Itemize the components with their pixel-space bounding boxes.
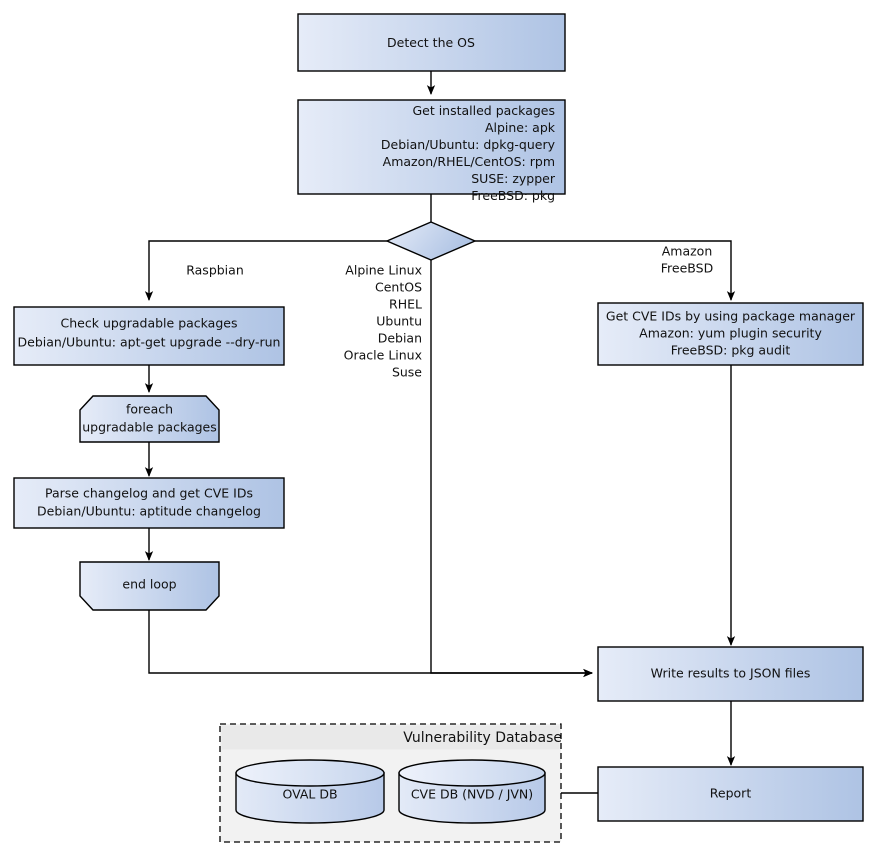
connector-decision-to-raspbian — [144, 240, 387, 301]
node-get-cve-ids-pkgmgr[interactable]: Get CVE IDs by using package manager Ama… — [597, 302, 864, 366]
node-parse-changelog[interactable]: Parse changelog and get CVE IDs Debian/U… — [13, 477, 285, 529]
node-parse-changelog-line-1: Debian/Ubuntu: aptitude changelog — [37, 504, 261, 519]
node-check-upgradable[interactable]: Check upgradable packages Debian/Ubuntu:… — [13, 306, 285, 366]
node-parse-changelog-line-0: Parse changelog and get CVE IDs — [45, 486, 253, 501]
edge-label-raspbian: Raspbian — [186, 263, 244, 278]
node-foreach-loop-line-0: foreach — [126, 402, 173, 417]
os-list-line-3: Ubuntu — [376, 314, 422, 329]
node-check-upgradable-line-0: Check upgradable packages — [61, 316, 238, 331]
node-get-installed-packages-line-5: FreeBSD: pkg — [471, 188, 555, 203]
node-foreach-loop[interactable]: foreach upgradable packages — [79, 395, 220, 443]
edge-label-middle-os-list: Alpine Linux CentOS RHEL Ubuntu Debian O… — [344, 263, 423, 380]
node-write-results-label: Write results to JSON files — [651, 666, 811, 681]
connector-decision-to-pkgmgr — [475, 240, 736, 301]
edge-label-amazon-freebsd: Amazon FreeBSD — [661, 244, 713, 276]
node-write-results[interactable]: Write results to JSON files — [597, 646, 864, 702]
node-get-installed-packages-line-0: Get installed packages — [412, 103, 555, 118]
panel-vulnerability-database-title: Vulnerability Database — [403, 730, 562, 746]
node-get-installed-packages-line-1: Alpine: apk — [485, 120, 556, 135]
amazon-label: Amazon — [662, 244, 713, 259]
os-list-line-2: RHEL — [389, 297, 422, 312]
node-get-cve-ids-line-2: FreeBSD: pkg audit — [671, 343, 791, 358]
os-list-line-4: Debian — [378, 331, 422, 346]
os-list-line-1: CentOS — [375, 280, 422, 295]
node-get-installed-packages[interactable]: Get installed packages Alpine: apk Debia… — [297, 99, 566, 203]
db-cylinder-oval-label: OVAL DB — [282, 787, 337, 802]
node-check-upgradable-line-1: Debian/Ubuntu: apt-get upgrade --dry-run — [18, 335, 281, 350]
os-list-line-0: Alpine Linux — [345, 263, 422, 278]
connector-endloop-to-write — [148, 610, 593, 678]
os-list-line-5: Oracle Linux — [344, 348, 422, 363]
freebsd-label: FreeBSD — [661, 261, 713, 276]
db-cylinder-cve[interactable]: CVE DB (NVD / JVN) — [398, 759, 546, 824]
node-get-cve-ids-line-0: Get CVE IDs by using package manager — [606, 309, 856, 324]
db-cylinder-cve-label: CVE DB (NVD / JVN) — [411, 787, 533, 802]
node-get-cve-ids-line-1: Amazon: yum plugin security — [639, 326, 822, 341]
node-foreach-loop-line-1: upgradable packages — [82, 420, 217, 435]
node-end-loop-label: end loop — [122, 577, 176, 592]
node-report-label: Report — [710, 786, 752, 801]
db-cylinder-oval[interactable]: OVAL DB — [235, 759, 385, 824]
panel-vulnerability-database: Vulnerability Database OVAL DB CVE DB (N… — [219, 723, 562, 843]
node-get-installed-packages-line-2: Debian/Ubuntu: dpkg-query — [381, 137, 556, 152]
node-detect-os[interactable]: Detect the OS — [297, 13, 566, 72]
node-get-installed-packages-line-3: Amazon/RHEL/CentOS: rpm — [383, 154, 555, 169]
node-end-loop[interactable]: end loop — [79, 561, 220, 611]
connector-decision-middle-to-write — [430, 260, 593, 678]
node-detect-os-label: Detect the OS — [387, 35, 475, 50]
node-os-decision[interactable] — [385, 221, 477, 261]
node-report[interactable]: Report — [597, 766, 864, 822]
node-get-installed-packages-line-4: SUSE: zypper — [471, 171, 556, 186]
os-list-line-6: Suse — [392, 365, 422, 380]
